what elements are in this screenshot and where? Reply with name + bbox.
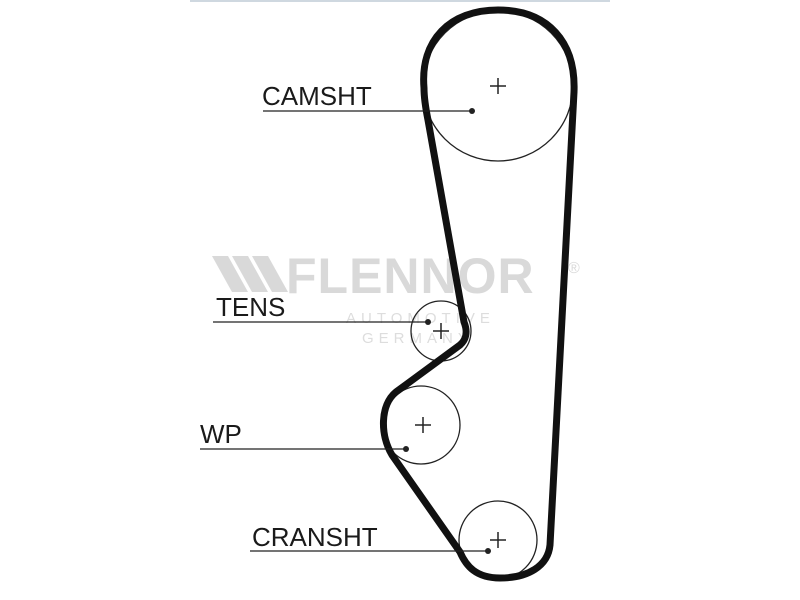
- camshaft-center-icon: [490, 78, 506, 94]
- crankshaft-center-icon: [490, 532, 506, 548]
- water-pump-label: WP: [200, 419, 242, 449]
- water-pump-center-icon: [415, 417, 431, 433]
- tensioner-center-icon: [433, 323, 449, 339]
- timing-belt: [379, 6, 578, 582]
- camshaft-label: CAMSHT: [262, 81, 372, 111]
- crankshaft-label: CRANSHT: [252, 522, 378, 552]
- logo-stripe: [252, 256, 288, 292]
- water-pump-leader: [200, 446, 409, 452]
- watermark-registered: ®: [568, 260, 580, 277]
- camshaft-leader: [263, 108, 475, 114]
- watermark-brand: FLENNOR: [286, 248, 535, 304]
- watermark-line1: AUTOMOTIVE: [346, 310, 495, 327]
- logo-stripe: [232, 256, 268, 292]
- crankshaft-leader: [250, 548, 491, 554]
- tensioner-leader: [213, 319, 431, 325]
- tensioner-label: TENS: [216, 292, 285, 322]
- logo-stripe: [212, 256, 248, 292]
